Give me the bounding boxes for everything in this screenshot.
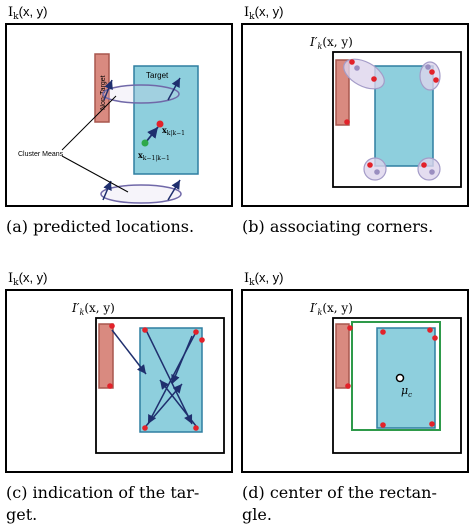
corner-dot: [380, 329, 386, 335]
non-target-box: [335, 59, 350, 126]
corner-dot: [429, 169, 435, 175]
arrow-top-left: [103, 79, 113, 101]
association-arrow: [159, 379, 197, 427]
association-arrow: [145, 329, 193, 425]
corner-dot: [109, 323, 115, 329]
corner-dot: [345, 383, 351, 389]
arrow-top-right: [167, 77, 181, 101]
panel-a: Ik(x, y) Non-Target Target Cluster Means…: [5, 4, 233, 236]
panel-c: Ik(x, y) I′k(x, y) (c) indication of the…: [5, 270, 233, 524]
panel-c-frame: [5, 289, 233, 473]
panel-d-roi-label: I′k(x, y): [309, 301, 353, 317]
panel-b-caption: (b) associating corners.: [242, 217, 433, 236]
target-box: [133, 65, 199, 175]
panel-b-frame: [241, 23, 469, 207]
state-vector-arrow: [145, 126, 159, 143]
corner-dot: [371, 76, 377, 82]
corner-dot: [429, 421, 435, 427]
corner-dot: [193, 425, 199, 431]
arrow-bottom-right: [167, 179, 181, 201]
corner-dot: [425, 64, 431, 70]
panel-d-frame: [241, 289, 469, 473]
panel-c-roi-label: I′k(x, y): [71, 301, 115, 317]
arrow-bottom-left: [102, 180, 112, 201]
panel-d-caption-line1: (d) center of the rectan-: [242, 483, 437, 502]
corner-cluster-br: [417, 157, 441, 181]
panel-d-roi: [332, 317, 462, 454]
non-target-box: [98, 323, 114, 389]
panel-d: Ik(x, y) I′k(x, y) μc (d) center of the …: [241, 270, 469, 524]
panel-d-frame-label: Ik(x, y): [244, 270, 284, 288]
panel-c-frame-label: Ik(x, y): [8, 270, 48, 288]
association-arrow: [111, 329, 147, 375]
corner-dot: [354, 65, 360, 71]
corner-dot: [107, 383, 113, 389]
panel-b-frame-label: Ik(x, y): [244, 4, 284, 22]
center-label: μc: [401, 384, 412, 399]
corner-dot: [367, 162, 373, 168]
corner-dot: [142, 327, 148, 333]
predicted-state-label: xk|k−1: [162, 125, 185, 137]
non-target-box: [335, 323, 350, 389]
panel-d-caption-line2: gle.: [242, 505, 272, 524]
corner-dot: [433, 77, 439, 83]
association-arrow: [171, 335, 193, 385]
corner-dot: [380, 422, 386, 428]
panel-a-frame: [5, 23, 233, 207]
corner-dot: [429, 69, 435, 75]
corner-dot: [432, 335, 438, 341]
corner-dot: [421, 162, 427, 168]
corner-dot: [374, 169, 380, 175]
panel-b-roi: [332, 51, 462, 188]
panel-a-caption: (a) predicted locations.: [6, 217, 194, 236]
top-cluster-ellipse: [102, 84, 180, 104]
panel-a-frame-label: Ik(x, y): [8, 4, 48, 22]
corner-dot: [344, 119, 350, 125]
bottom-cluster-ellipse: [100, 184, 182, 204]
center-marker: [395, 373, 405, 383]
panel-b-roi-label: I′k(x, y): [309, 35, 353, 51]
previous-state-dot: [141, 139, 149, 147]
association-arrow: [145, 383, 183, 427]
corner-dot: [347, 325, 353, 331]
cluster-pointer-bottom: [61, 155, 129, 193]
corner-dot: [427, 327, 433, 333]
corner-cluster-bl: [363, 157, 387, 181]
cluster-means-label: Cluster Means: [18, 151, 64, 158]
corner-dot: [199, 337, 205, 343]
target-label: Target: [146, 71, 169, 80]
corner-dot: [193, 329, 199, 335]
corner-dot: [349, 59, 355, 65]
panel-c-caption-line1: (c) indication of the tar-: [6, 483, 199, 502]
target-box: [376, 327, 436, 429]
cluster-pointer-top: [61, 95, 117, 151]
previous-state-label: xk−1|k−1: [138, 150, 170, 162]
panel-c-caption-line2: get.: [6, 505, 37, 524]
panel-b: Ik(x, y) I′k(x, y) (b) associating corne…: [241, 4, 469, 236]
bounding-rectangle: [351, 321, 441, 431]
predicted-state-dot: [156, 120, 164, 128]
corner-cluster-tr: [419, 61, 441, 91]
panel-c-roi: [95, 317, 225, 454]
corner-dot: [142, 425, 148, 431]
